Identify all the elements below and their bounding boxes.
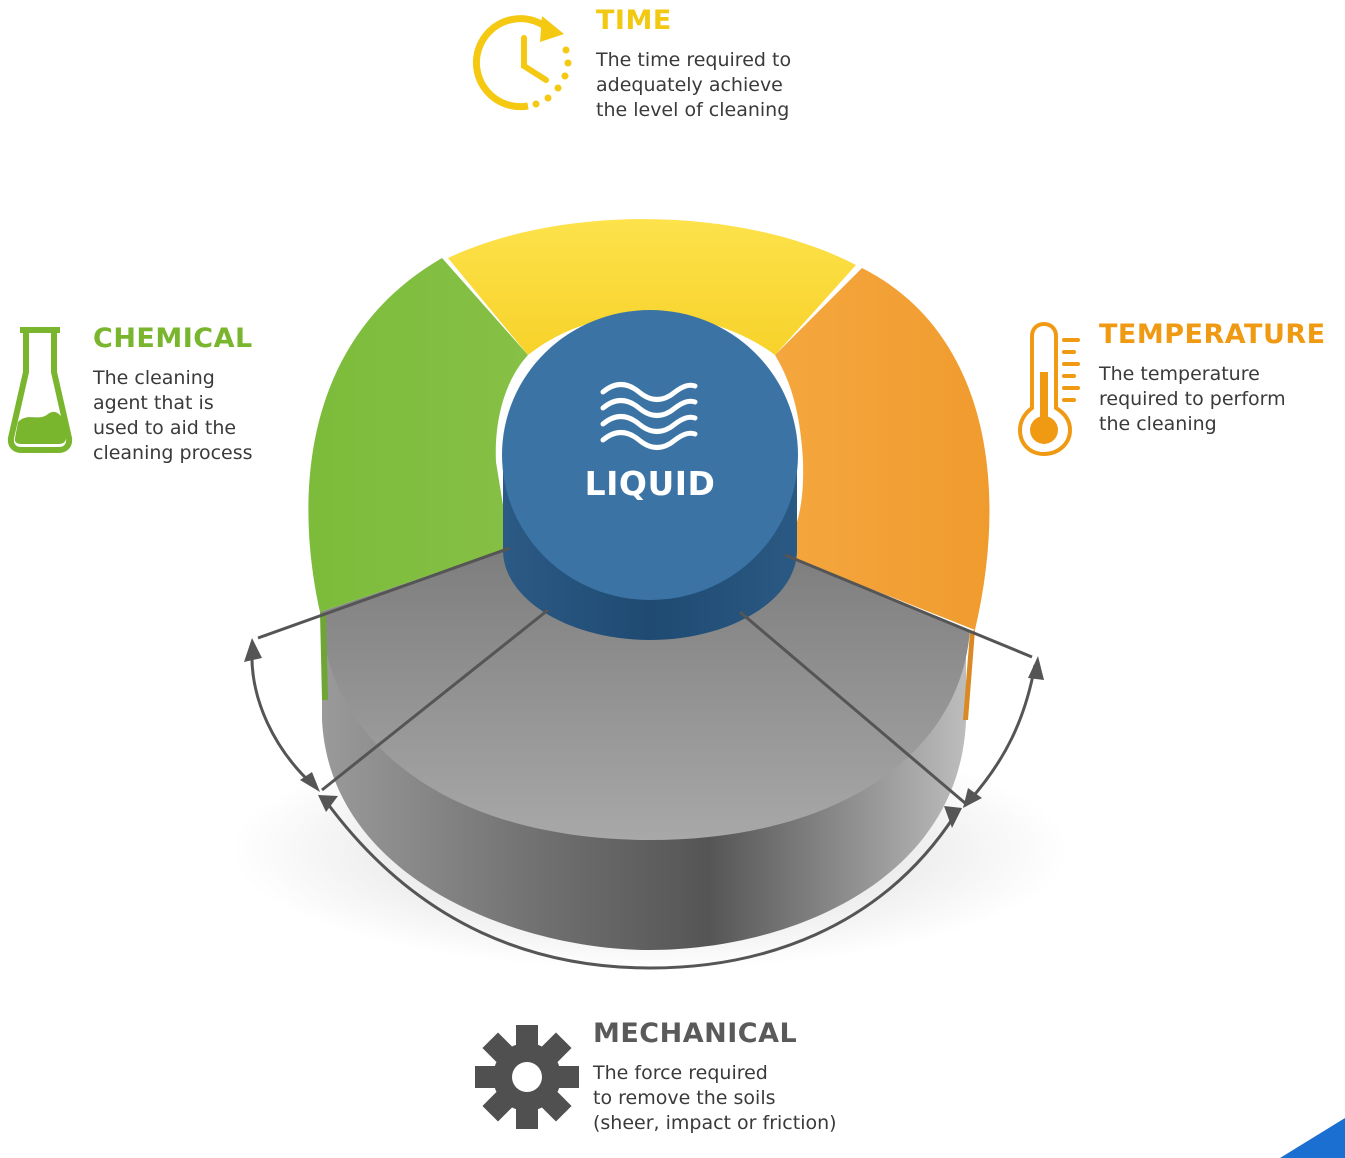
liquid-label: LIQUID bbox=[584, 464, 716, 503]
time-factor: TIME The time required to adequately ach… bbox=[596, 6, 896, 123]
liquid-cylinder-top bbox=[502, 310, 798, 600]
mechanical-description: The force required to remove the soils (… bbox=[593, 1061, 913, 1136]
chemical-sector-edge bbox=[320, 612, 328, 700]
time-description: The time required to adequately achieve … bbox=[596, 48, 896, 123]
arc-right bbox=[968, 664, 1037, 801]
chemical-title: CHEMICAL bbox=[93, 323, 253, 354]
arc-left bbox=[250, 649, 315, 787]
temperature-desc-line: the cleaning bbox=[1099, 412, 1217, 435]
time-sector bbox=[448, 219, 856, 355]
chemical-desc-line: The cleaning bbox=[93, 366, 215, 389]
temperature-sector-edge bbox=[963, 630, 975, 720]
mechanical-desc-line: to remove the soils bbox=[593, 1086, 776, 1109]
clock-arrow-icon bbox=[472, 15, 572, 111]
gear-icon bbox=[475, 1025, 579, 1129]
mechanical-sector bbox=[320, 548, 970, 840]
temperature-factor: TEMPERATURE The temperature required to … bbox=[1099, 320, 1345, 437]
time-desc-line: The time required to bbox=[596, 48, 792, 71]
chemical-factor: CHEMICAL The cleaning agent that is used… bbox=[93, 324, 313, 466]
water-waves-icon bbox=[600, 382, 698, 450]
corner-accent bbox=[1280, 1118, 1345, 1158]
mechanical-desc-line: (sheer, impact or friction) bbox=[593, 1111, 837, 1134]
divider-line-inner-right bbox=[739, 610, 966, 805]
thermometer-icon bbox=[1018, 322, 1080, 456]
arc-arrowheads bbox=[244, 638, 1044, 828]
divider-line-inner-left bbox=[321, 608, 549, 792]
flask-icon bbox=[7, 327, 73, 453]
divider-line-right bbox=[784, 553, 1033, 659]
mechanical-title: MECHANICAL bbox=[593, 1018, 798, 1049]
chemical-desc-line: cleaning process bbox=[93, 441, 253, 464]
chemical-desc-line: agent that is bbox=[93, 391, 214, 414]
mechanical-arcs bbox=[250, 649, 1037, 970]
time-desc-line: the level of cleaning bbox=[596, 98, 790, 121]
time-title: TIME bbox=[596, 5, 672, 36]
chemical-sector bbox=[308, 258, 528, 612]
mechanical-desc-line: The force required bbox=[593, 1061, 768, 1084]
mechanical-factor: MECHANICAL The force required to remove … bbox=[593, 1019, 913, 1136]
temperature-desc-line: required to perform bbox=[1099, 387, 1286, 410]
divider-line-left bbox=[257, 546, 511, 640]
chemical-desc-line: used to aid the bbox=[93, 416, 237, 439]
temperature-title: TEMPERATURE bbox=[1099, 319, 1326, 350]
time-desc-line: adequately achieve bbox=[596, 73, 783, 96]
arc-bottom bbox=[323, 799, 957, 970]
temperature-desc-line: The temperature bbox=[1099, 362, 1260, 385]
temperature-description: The temperature required to perform the … bbox=[1099, 362, 1345, 437]
chemical-description: The cleaning agent that is used to aid t… bbox=[93, 366, 313, 466]
temperature-sector bbox=[775, 268, 990, 630]
